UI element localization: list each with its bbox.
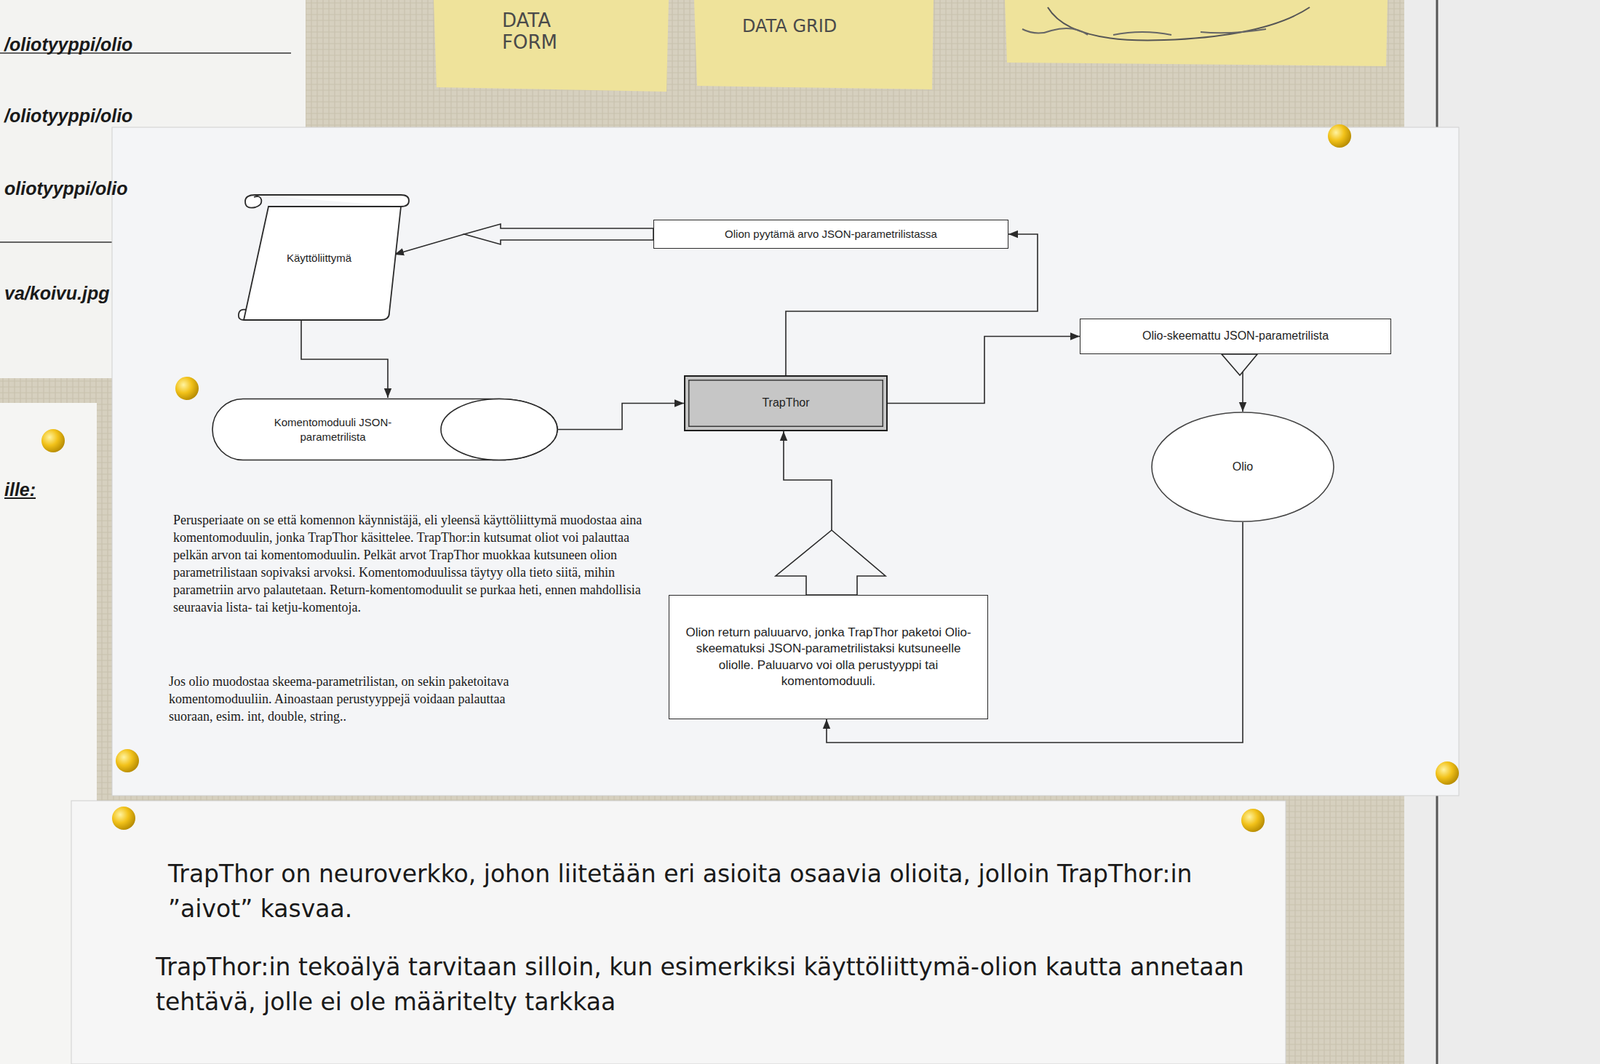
object-ellipse: Olio [1151,411,1335,523]
note-paper [71,801,1286,1064]
note-paragraph: Perusperiaate on se että komennon käynni… [173,512,647,618]
note-paragraph: Jos olio muodostaa skeema-parametrilista… [168,673,519,727]
description-text: TrapThor on neuroverkko, johon liitetään… [168,857,1260,927]
push-pin [115,749,139,773]
hollow-arrow [775,530,886,596]
path-text: /oliotyyppi/olio [4,104,281,127]
push-pin [1327,124,1352,148]
connector-arrow [301,320,388,398]
heading-fragment: ille: [4,478,85,501]
hollow-arrow [464,224,654,245]
node-text: Olion pyytämä arvo JSON-parametrilistass… [724,227,938,242]
connector-arrow [887,336,1080,404]
path-text: va/koivu.jpg [4,282,281,305]
sticky-note [694,0,934,90]
push-pin [175,376,199,401]
push-pin [41,429,65,453]
push-pin [1435,761,1459,786]
node-text: Olio [1232,459,1253,476]
sticky-scribble [1022,28,1267,35]
cylinder-body [212,399,558,461]
sticky-handwriting: DATA GRID [742,16,917,38]
sticky-handwriting: DATA FORM [502,10,583,54]
process-box: Olion pyytämä arvo JSON-parametrilistass… [653,219,1009,249]
push-pin [1241,809,1265,833]
node-text: Käyttöliittymä [286,251,352,266]
sticky-note [433,0,669,92]
push-pins [41,124,1459,833]
node-text: Olion return paluuarvo, jonka TrapThor p… [682,625,975,690]
ellipse-outline [1151,412,1334,522]
diagram-paper [112,127,1459,796]
connector-arrow [558,403,684,431]
scroll-shape: Käyttöliittymä [236,192,414,325]
node-text: TrapThor [761,395,810,412]
path-text: oliotyyppi/olio [4,177,281,200]
hollow-arrow [1221,354,1258,376]
node-text: Komentomoduuli JSON-parametrilista [245,415,420,444]
description-text: TrapThor:in tekoälyä tarvitaan silloin, … [155,950,1269,1021]
connector-arrow [785,234,1038,376]
core-box: TrapThor [683,375,888,432]
process-box: Olion return paluuarvo, jonka TrapThor p… [668,595,989,720]
sticky-scribble [1047,7,1310,41]
node-text: Olio-skeemattu JSON-parametrilista [1142,328,1329,345]
sticky-note [1004,0,1388,67]
path-text: /oliotyyppi/olio [4,33,281,56]
cylinder-cap [440,399,558,461]
process-box: Olio-skeemattu JSON-parametrilista [1079,318,1392,355]
data-cylinder-outline [211,397,559,462]
scroll-outline [238,194,409,321]
push-pin [112,806,136,831]
data-cylinder: Komentomoduuli JSON-parametrilista [211,397,559,462]
